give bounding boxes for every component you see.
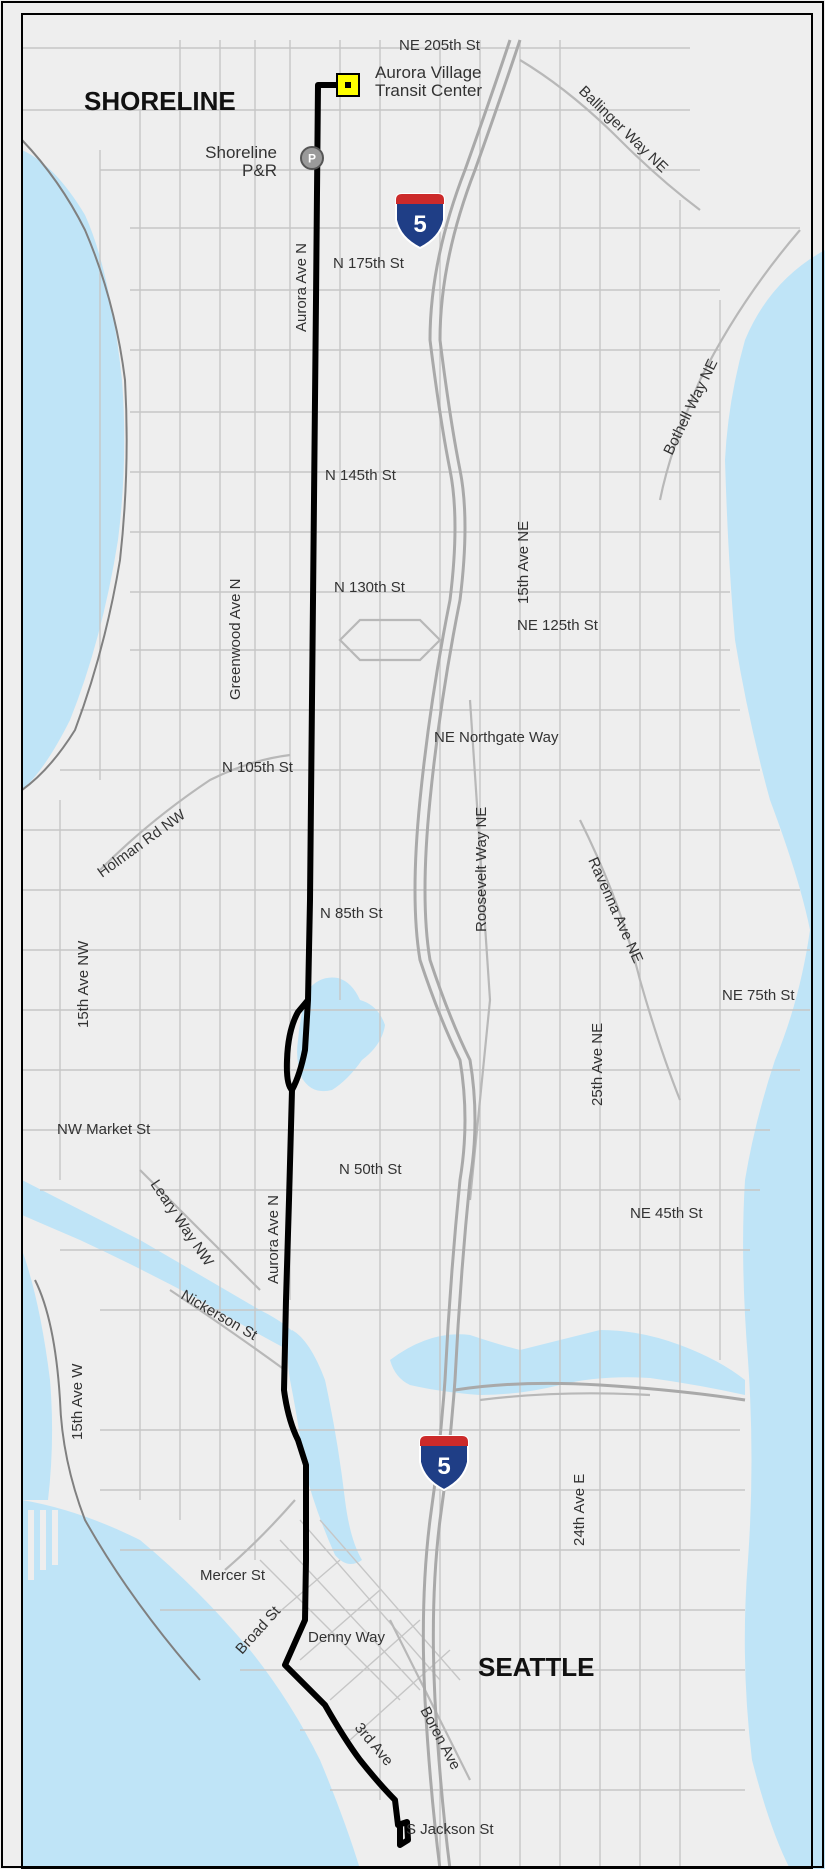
street-northgate: NE Northgate Way bbox=[434, 729, 559, 746]
transit-center-label-2: Transit Center bbox=[375, 81, 482, 100]
park-and-ride-label-2: P&R bbox=[242, 161, 277, 180]
park-and-ride-marker[interactable]: P bbox=[300, 146, 324, 170]
route-line-south bbox=[281, 1087, 411, 1848]
i5-shield-south: 5 bbox=[419, 1435, 469, 1492]
street-aurora-north: Aurora Ave N bbox=[293, 243, 310, 332]
street-15th-ne: 15th Ave NE bbox=[515, 521, 532, 604]
street-mercer: Mercer St bbox=[200, 1567, 266, 1584]
elliott-bay bbox=[22, 1500, 360, 1869]
green-lake bbox=[297, 977, 385, 1092]
bus-route bbox=[281, 82, 411, 1848]
i5-shield-south-label: 5 bbox=[437, 1453, 450, 1480]
street-n85: N 85th St bbox=[320, 905, 383, 922]
water-bodies bbox=[22, 150, 825, 1869]
salmon-bay bbox=[22, 1180, 300, 1352]
street-25th-ne: 25th Ave NE bbox=[589, 1023, 606, 1106]
park-and-ride-symbol: P bbox=[308, 152, 316, 166]
street-grid bbox=[22, 40, 810, 1869]
lake-union bbox=[287, 1330, 362, 1564]
i5-shield-north: 5 bbox=[395, 193, 445, 250]
transit-center-label-1: Aurora Village bbox=[375, 63, 481, 82]
street-n50: N 50th St bbox=[339, 1161, 402, 1178]
street-n145: N 145th St bbox=[325, 467, 397, 484]
street-denny: Denny Way bbox=[308, 1629, 385, 1646]
arterials bbox=[99, 59, 801, 1781]
street-roosevelt: Roosevelt Way NE bbox=[473, 807, 490, 932]
park-and-ride-label-1: Shoreline bbox=[205, 143, 277, 162]
puget-sound-north bbox=[22, 150, 125, 790]
interstate-5 bbox=[413, 39, 746, 1869]
street-24th-e: 24th Ave E bbox=[571, 1474, 588, 1546]
union-bay bbox=[390, 1330, 745, 1395]
street-greenwood: Greenwood Ave N bbox=[227, 579, 244, 700]
street-ne125: NE 125th St bbox=[517, 617, 599, 634]
railroad bbox=[21, 139, 201, 1681]
street-15th-w: 15th Ave W bbox=[69, 1363, 86, 1440]
transit-center-marker[interactable] bbox=[336, 73, 360, 97]
place-shoreline: SHORELINE bbox=[84, 86, 236, 116]
street-ne205: NE 205th St bbox=[399, 37, 481, 54]
lake-washington bbox=[725, 250, 825, 1869]
street-ne75: NE 75th St bbox=[722, 987, 795, 1004]
i5-shield-north-label: 5 bbox=[413, 211, 426, 238]
interbay-shore bbox=[22, 1250, 53, 1500]
street-n175: N 175th St bbox=[333, 255, 405, 272]
street-15th-nw: 15th Ave NW bbox=[75, 940, 92, 1028]
map-inner-border bbox=[21, 13, 813, 1869]
street-nw-market: NW Market St bbox=[57, 1121, 151, 1138]
place-seattle: SEATTLE bbox=[478, 1652, 595, 1682]
piers bbox=[28, 1510, 58, 1580]
route-line bbox=[283, 82, 351, 1093]
street-aurora-south: Aurora Ave N bbox=[265, 1195, 282, 1284]
street-n130: N 130th St bbox=[334, 579, 406, 596]
street-n105: N 105th St bbox=[222, 759, 294, 776]
street-s-jackson: S Jackson St bbox=[406, 1821, 494, 1838]
street-ne45: NE 45th St bbox=[630, 1205, 703, 1222]
